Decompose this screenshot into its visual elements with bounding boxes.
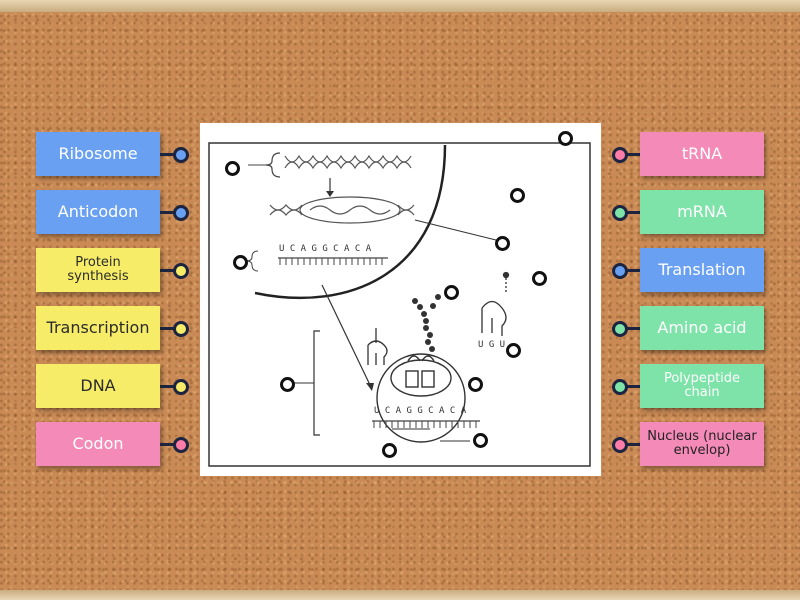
card-label: mRNA <box>677 202 727 222</box>
connector-line <box>160 153 178 156</box>
drop-target[interactable] <box>473 433 488 448</box>
drop-target[interactable] <box>506 343 521 358</box>
drop-target[interactable] <box>532 271 547 286</box>
card-protein-synthesis[interactable]: Protein synthesis <box>36 248 160 292</box>
card-label: Ribosome <box>58 144 138 164</box>
mrna-sequence-ribosome: U C A G G C A C A <box>374 406 467 416</box>
connector-dot[interactable] <box>173 263 189 279</box>
connector-line <box>622 327 640 330</box>
connector-line <box>160 327 178 330</box>
card-label: Amino acid <box>657 318 747 338</box>
drop-target[interactable] <box>444 285 459 300</box>
connector-dot[interactable] <box>173 321 189 337</box>
connector-line <box>622 211 640 214</box>
card-polypeptide-chain[interactable]: Polypeptide chain <box>640 364 764 408</box>
card-ribosome[interactable]: Ribosome <box>36 132 160 176</box>
transcription-bubble-icon <box>269 196 415 224</box>
card-nucleus[interactable]: Nucleus (nuclear envelop) <box>640 422 764 466</box>
connector-dot[interactable] <box>173 379 189 395</box>
connector-line <box>622 269 640 272</box>
drop-target[interactable] <box>558 131 573 146</box>
card-label: Transcription <box>46 318 150 338</box>
drop-target[interactable] <box>495 236 510 251</box>
drop-target[interactable] <box>280 377 295 392</box>
connector-line <box>160 211 178 214</box>
board-frame-bottom <box>0 590 800 600</box>
anticodon-text: U G U <box>478 340 505 350</box>
card-label: Codon <box>72 434 124 454</box>
card-anticodon[interactable]: Anticodon <box>36 190 160 234</box>
drop-target[interactable] <box>468 377 483 392</box>
trna-icon <box>481 271 510 336</box>
drop-target[interactable] <box>510 188 525 203</box>
connector-line <box>160 269 178 272</box>
drop-target[interactable] <box>233 255 248 270</box>
card-label: Anticodon <box>57 202 139 222</box>
connector-dot[interactable] <box>612 321 628 337</box>
polypeptide-chain-icon <box>412 294 441 352</box>
connector-line <box>622 153 640 156</box>
connector-dot[interactable] <box>612 147 628 163</box>
connector-dot[interactable] <box>612 437 628 453</box>
connector-dot[interactable] <box>173 147 189 163</box>
ribosome-icon <box>376 353 466 443</box>
connector-line <box>160 443 178 446</box>
trna-icon <box>367 328 388 365</box>
board-frame-top <box>0 0 800 12</box>
card-codon[interactable]: Codon <box>36 422 160 466</box>
card-label: DNA <box>80 376 116 396</box>
drop-target[interactable] <box>382 443 397 458</box>
mrna-sequence-top: U C A G G C A C A <box>279 244 372 254</box>
protein-synthesis-diagram: U C A G G C A C A <box>200 123 601 476</box>
card-label: Translation <box>658 260 746 280</box>
connector-dot[interactable] <box>612 205 628 221</box>
card-label: Polypeptide chain <box>663 370 741 400</box>
drop-target[interactable] <box>225 161 240 176</box>
card-translation[interactable]: Translation <box>640 248 764 292</box>
card-label: Protein synthesis <box>67 254 129 284</box>
card-amino-acid[interactable]: Amino acid <box>640 306 764 350</box>
card-transcription[interactable]: Transcription <box>36 306 160 350</box>
connector-dot[interactable] <box>612 379 628 395</box>
connector-dot[interactable] <box>612 263 628 279</box>
diagram-illustration: U C A G G C A C A <box>208 142 591 467</box>
card-label: Nucleus (nuclear envelop) <box>647 428 757 458</box>
connector-line <box>622 443 640 446</box>
connector-dot[interactable] <box>173 205 189 221</box>
connector-line <box>160 385 178 388</box>
card-mrna[interactable]: mRNA <box>640 190 764 234</box>
card-trna[interactable]: tRNA <box>640 132 764 176</box>
connector-line <box>622 385 640 388</box>
card-dna[interactable]: DNA <box>36 364 160 408</box>
nuclear-envelope-arc <box>254 144 447 300</box>
card-label: tRNA <box>681 144 723 164</box>
dna-helix-icon <box>284 154 412 170</box>
connector-dot[interactable] <box>173 437 189 453</box>
